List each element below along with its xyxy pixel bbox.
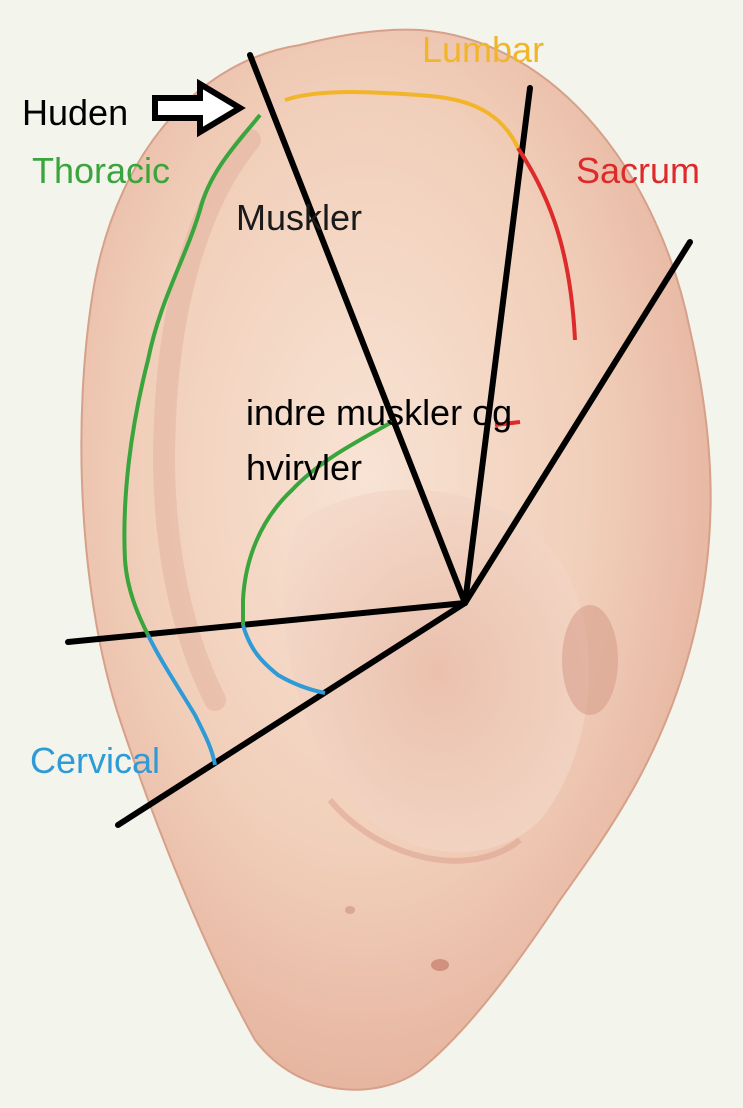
label-huden: Huden — [22, 92, 128, 133]
label-lumbar: Lumbar — [422, 29, 544, 70]
label-cervical: Cervical — [30, 740, 160, 781]
label-thoracic: Thoracic — [32, 150, 170, 191]
label-indre-line2: hvirvler — [246, 447, 362, 488]
label-indre-line1: indre muskler og — [246, 392, 512, 433]
skin-blemish-1 — [431, 959, 449, 971]
label-sacrum: Sacrum — [576, 150, 700, 191]
label-muskler: Muskler — [236, 197, 362, 238]
skin-blemish-2 — [345, 906, 355, 914]
ear-canal-shadow — [562, 605, 618, 715]
